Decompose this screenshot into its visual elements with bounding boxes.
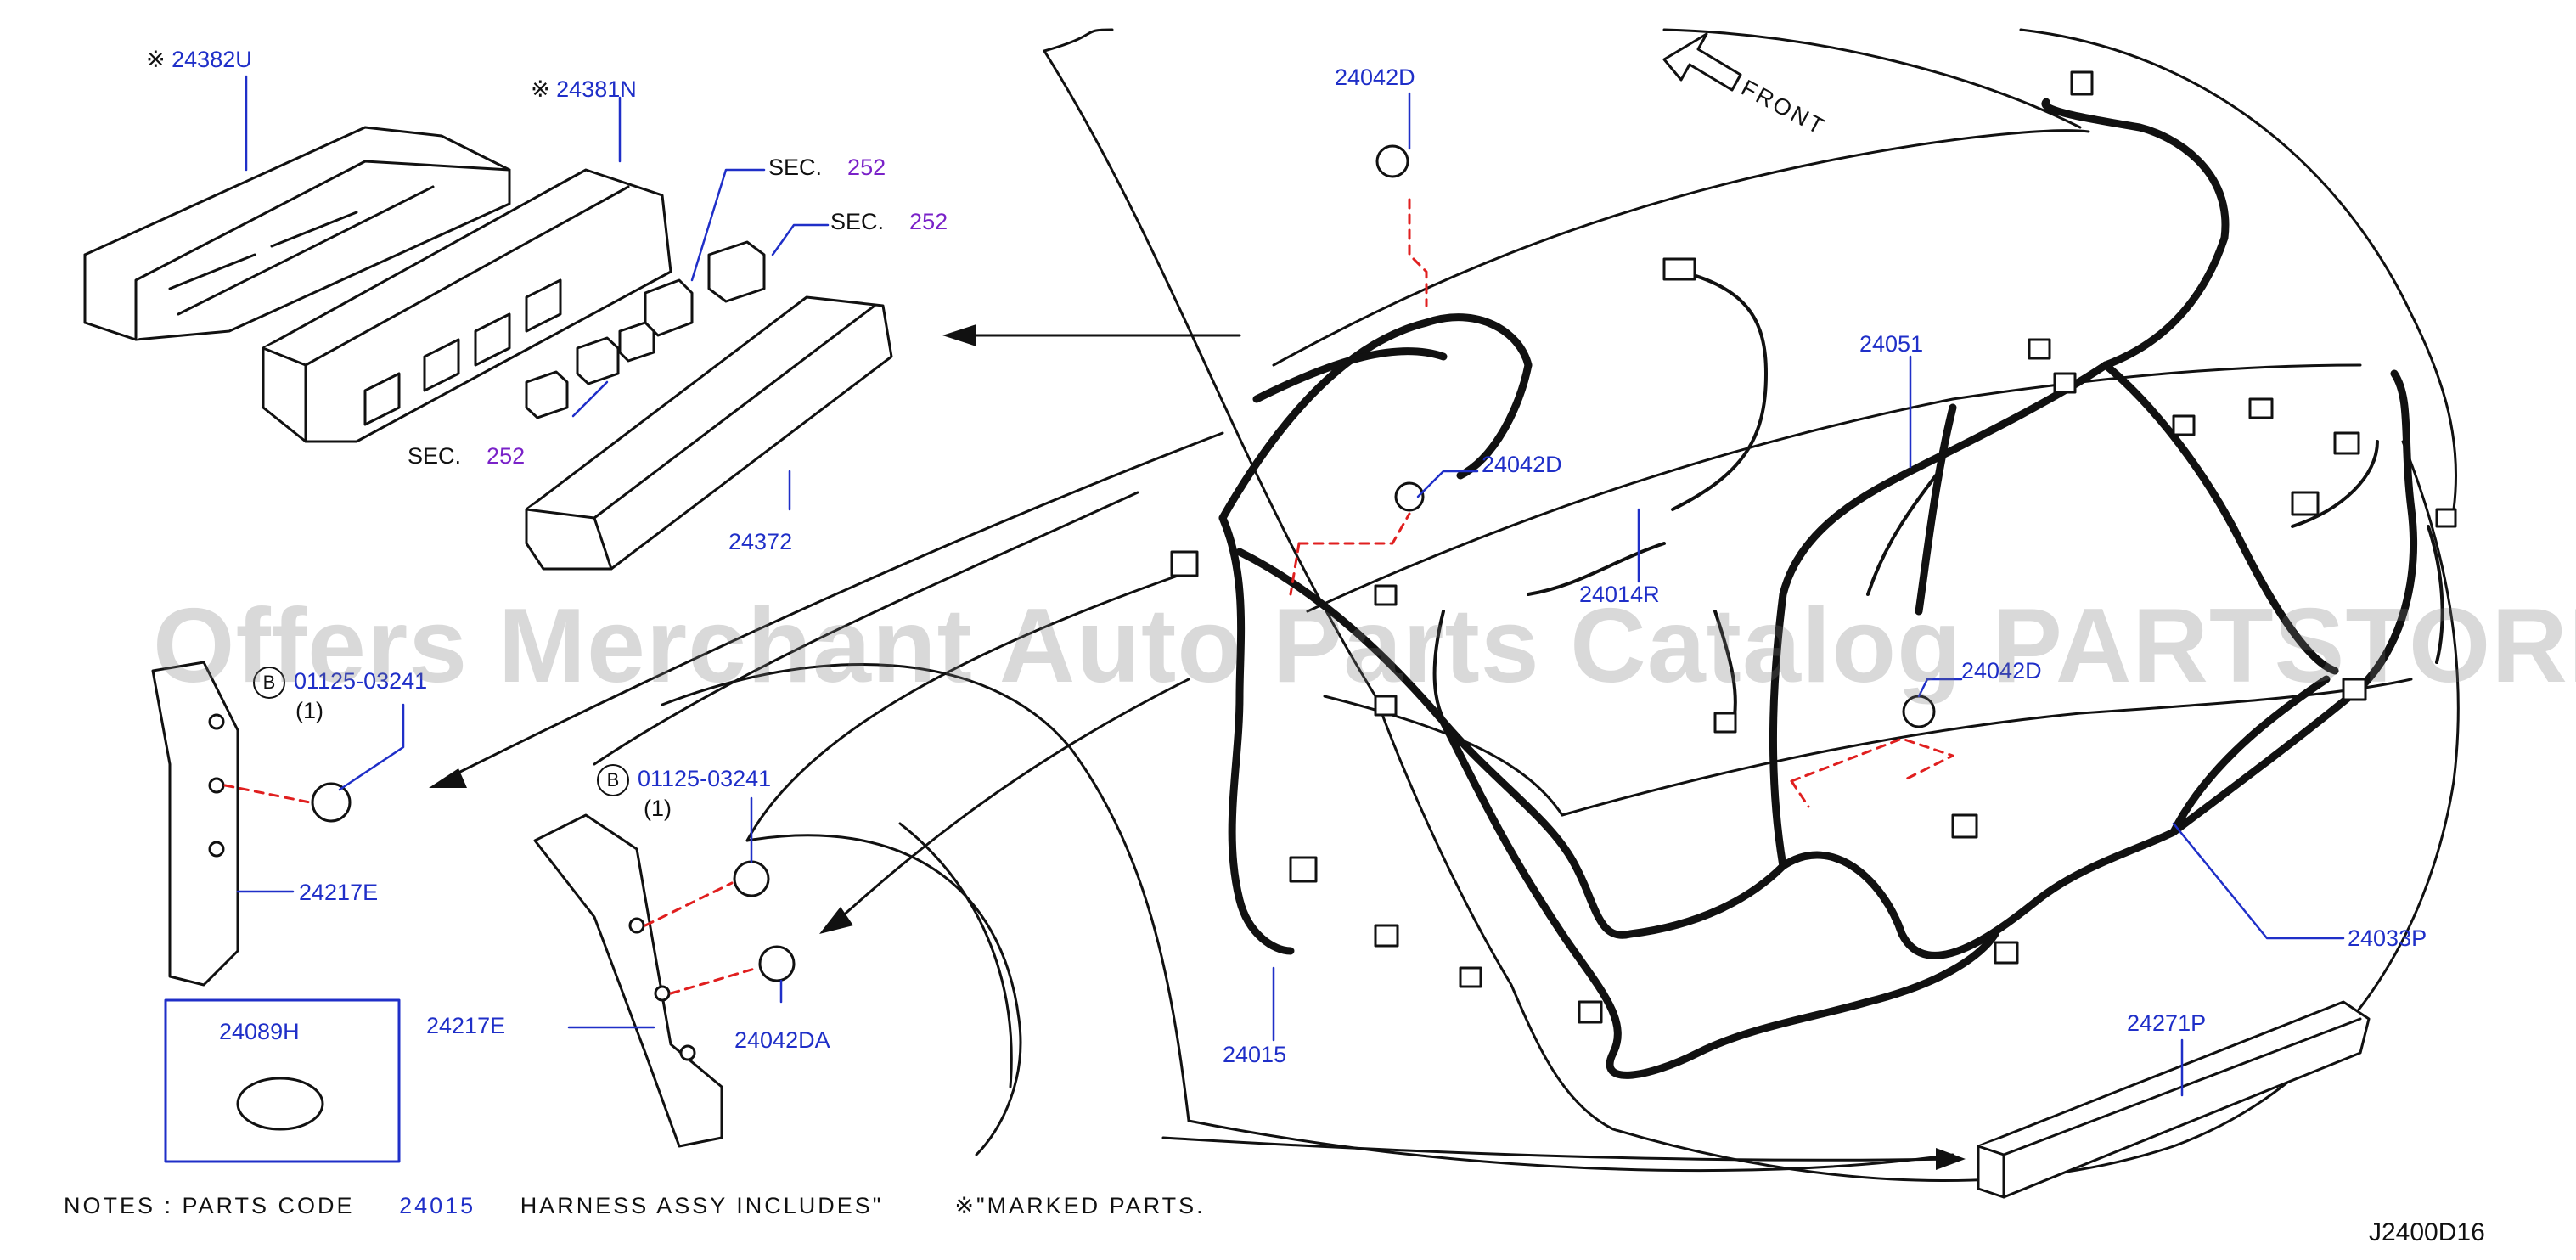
label-01125-b: B 01125-03241 — [597, 764, 771, 796]
connectors — [1170, 70, 2457, 1024]
part-number: 24381N — [556, 76, 637, 102]
sec-text: SEC. — [768, 155, 823, 180]
notes-code: 24015 — [399, 1193, 476, 1218]
label-24217e-a: 24217E — [299, 880, 379, 905]
label-24089h: 24089H — [219, 1019, 300, 1044]
cover-24372 — [525, 295, 893, 571]
harness-wiring — [1218, 98, 2417, 1079]
arrow-heads — [429, 324, 1966, 1170]
label-24042da: 24042DA — [734, 1027, 830, 1053]
notes-line: NOTES : PARTS CODE 24015 HARNESS ASSY IN… — [64, 1193, 1206, 1219]
label-24042d-mid: 24042D — [1482, 452, 1562, 477]
front-arrow — [1662, 32, 1742, 92]
label-24014r: 24014R — [1579, 582, 1660, 607]
leader-lines — [236, 75, 2345, 1097]
relay-box-24382u — [83, 126, 511, 341]
marked-symbol: ※ — [531, 76, 550, 102]
sec-text: SEC. — [830, 209, 885, 234]
harness-protector-24271p — [1977, 1000, 2371, 1199]
label-sec-252-a: SEC. 252 — [768, 155, 886, 180]
grommet-cap — [236, 1077, 324, 1131]
relays — [525, 240, 766, 419]
circle-b-marker: B — [253, 667, 285, 699]
label-01125-a: B 01125-03241 — [253, 667, 427, 699]
label-24051: 24051 — [1859, 331, 1924, 357]
watermark: Offers Merchant Auto Parts Catalog PARTS… — [153, 588, 2576, 705]
part-number: 01125-03241 — [638, 766, 772, 792]
bolts — [311, 144, 1936, 982]
label-24033p: 24033P — [2348, 925, 2427, 951]
label-24381n: ※ 24381N — [531, 76, 637, 102]
sec-text: SEC. — [408, 443, 462, 469]
label-qty-b: (1) — [644, 796, 672, 821]
diagram-id: J2400D16 — [2369, 1218, 2485, 1246]
label-24015: 24015 — [1223, 1042, 1287, 1067]
label-24042d-top: 24042D — [1335, 65, 1415, 90]
fastener-dash-lines — [223, 198, 1954, 995]
brackets-24217e — [151, 661, 723, 1148]
label-24217e-b: 24217E — [426, 1013, 506, 1038]
body-outline — [593, 28, 2460, 1182]
pointer-arrows — [440, 334, 1954, 1162]
notes-includes: HARNESS ASSY INCLUDES" — [520, 1193, 884, 1218]
fuse-block-24381n — [262, 168, 672, 443]
label-24382u: ※ 24382U — [146, 47, 252, 72]
inset-box-24089h — [164, 998, 401, 1163]
marked-symbol: ※ — [954, 1193, 977, 1218]
label-24042d-right: 24042D — [1961, 658, 2042, 683]
sec-number: 252 — [909, 209, 948, 234]
notes-marked-parts: "MARKED PARTS. — [976, 1193, 1206, 1218]
part-number: 01125-03241 — [294, 668, 428, 695]
label-qty-a: (1) — [295, 698, 323, 723]
circle-b-marker: B — [597, 764, 629, 796]
sec-number: 252 — [487, 443, 526, 469]
label-sec-252-b: SEC. 252 — [830, 209, 948, 234]
label-24372: 24372 — [728, 529, 793, 554]
part-number: 24382U — [172, 47, 252, 72]
sec-number: 252 — [847, 155, 886, 180]
notes-prefix: NOTES : PARTS CODE — [64, 1193, 355, 1218]
label-sec-252-c: SEC. 252 — [408, 443, 525, 469]
label-24271p: 24271P — [2127, 1010, 2207, 1036]
marked-symbol: ※ — [146, 47, 166, 72]
